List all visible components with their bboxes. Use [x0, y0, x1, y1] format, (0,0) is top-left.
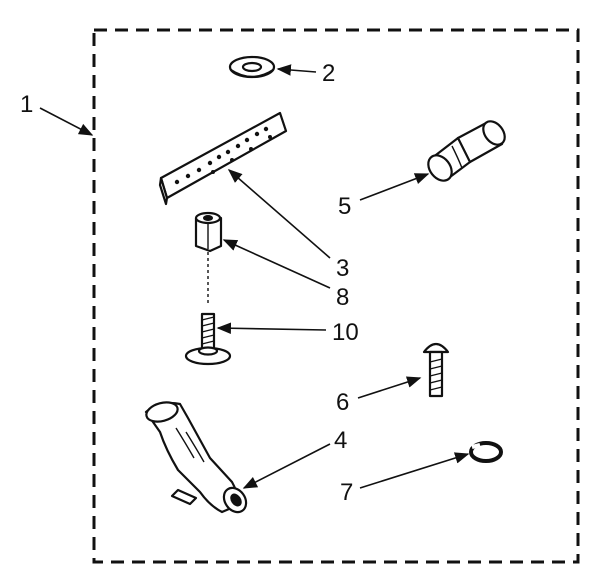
callout-10: 10 — [332, 319, 359, 346]
kit-boundary-box — [92, 28, 580, 564]
leader-lines — [39, 64, 470, 489]
perforated-bracket-part — [158, 111, 288, 206]
callout-3: 3 — [336, 255, 349, 282]
leader-3 — [227, 169, 331, 259]
clip-ring-part — [469, 441, 503, 463]
drain-hose-guide-part — [144, 401, 248, 514]
hex-spacer-part — [194, 211, 223, 305]
leader-5 — [359, 173, 430, 201]
callout-4: 4 — [334, 427, 347, 454]
carriage-bolt-part — [422, 342, 450, 398]
leader-4 — [242, 443, 331, 489]
leveling-screw-part — [184, 312, 232, 366]
hose-coupling-part — [427, 120, 506, 182]
callout-labels: 1 2 3 5 8 10 6 4 7 — [20, 60, 359, 506]
leader-7 — [359, 452, 470, 489]
leader-1 — [39, 107, 94, 136]
leader-8 — [222, 239, 331, 289]
callout-5: 5 — [338, 193, 351, 220]
washer-part — [228, 55, 276, 79]
leader-6 — [357, 376, 422, 399]
leader-10 — [216, 322, 327, 334]
callout-7: 7 — [340, 479, 353, 506]
callout-8: 8 — [336, 284, 349, 311]
callout-2: 2 — [322, 60, 335, 87]
leader-2 — [276, 64, 317, 76]
callout-6: 6 — [336, 389, 349, 416]
callout-1: 1 — [20, 91, 33, 118]
